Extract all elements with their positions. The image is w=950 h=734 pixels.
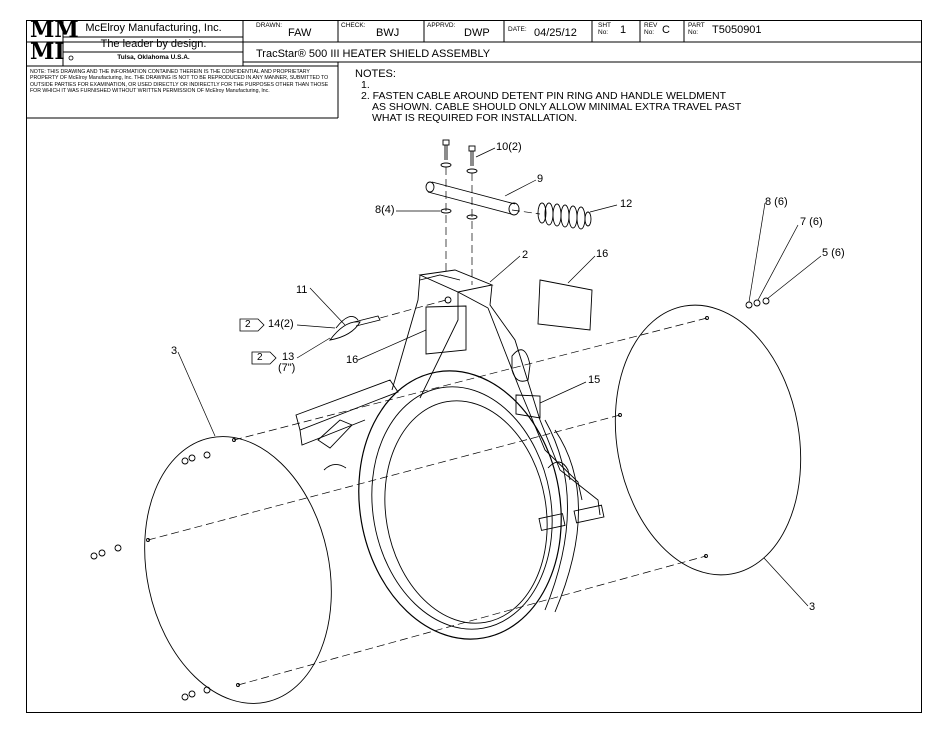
handle-weldment-top bbox=[418, 269, 494, 293]
sheet-value: 1 bbox=[620, 24, 627, 36]
drawn-label: DRAWN: bbox=[256, 22, 283, 29]
handle-grip bbox=[537, 202, 592, 230]
leader-lines bbox=[177, 147, 822, 607]
callout-8-4: 8(4) bbox=[375, 204, 395, 216]
company-logo: MM MI bbox=[30, 17, 79, 65]
heater-ring-outer bbox=[358, 370, 562, 640]
logo-line2: MI bbox=[30, 39, 65, 65]
company-tagline: The leader by design. bbox=[100, 38, 207, 50]
apprvd-value: DWP bbox=[464, 27, 490, 39]
note-flag-2a: 2 bbox=[245, 319, 251, 330]
date-label: DATE: bbox=[508, 26, 527, 33]
callout-3-left: 3 bbox=[171, 345, 178, 357]
callout-14: 14(2) bbox=[268, 318, 294, 330]
callout-16-top: 16 bbox=[596, 248, 609, 260]
drawn-value: FAW bbox=[288, 27, 312, 39]
note-1: 1. bbox=[361, 79, 370, 91]
company-name: McElroy Manufacturing, Inc. bbox=[85, 22, 222, 34]
rev-label: REV No: bbox=[644, 22, 658, 36]
callout-8-6: 8 (6) bbox=[765, 196, 788, 208]
callout-2: 2 bbox=[522, 249, 529, 261]
heater-ring-lip bbox=[384, 400, 548, 624]
decal-16-on-weldment bbox=[425, 305, 467, 355]
notes-block: NOTES: 1. 2. FASTEN CABLE AROUND DETENT … bbox=[355, 69, 741, 124]
part-label: PART No: bbox=[688, 22, 705, 36]
logo-line1: MM bbox=[30, 17, 79, 43]
callout-7-6: 7 (6) bbox=[800, 216, 823, 228]
callout-11: 11 bbox=[296, 284, 308, 296]
decal-15 bbox=[515, 394, 541, 419]
callout-10: 10(2) bbox=[496, 141, 522, 153]
callout-9: 9 bbox=[537, 173, 544, 185]
company-location: Tulsa, Oklahoma U.S.A. bbox=[117, 54, 190, 61]
callout-12: 12 bbox=[620, 198, 633, 210]
drawing-sheet-border bbox=[26, 20, 922, 713]
note-2-line3: WHAT IS REQUIRED FOR INSTALLATION. bbox=[372, 112, 578, 124]
callout-5-6: 5 (6) bbox=[822, 247, 845, 259]
callout-16-left: 16 bbox=[346, 354, 359, 366]
bolts-10 bbox=[440, 139, 478, 220]
note-2: 2. FASTEN CABLE AROUND DETENT PIN RING A… bbox=[361, 90, 727, 102]
right-shield-disc bbox=[614, 304, 802, 576]
note-2-line2: AS SHOWN. CABLE SHOULD ONLY ALLOW MINIMA… bbox=[372, 101, 742, 113]
callout-3-right: 3 bbox=[809, 601, 816, 613]
assembly-centerlines bbox=[147, 167, 708, 686]
confidential-note: NOTE: THIS DRAWING AND THE INFORMATION C… bbox=[30, 69, 329, 94]
rev-value: C bbox=[662, 24, 670, 36]
note-flags bbox=[239, 318, 277, 365]
handle-tube bbox=[427, 181, 516, 215]
date-value: 04/25/12 bbox=[534, 27, 577, 39]
decal-16-loose bbox=[537, 279, 593, 331]
drawing-mark-icon bbox=[68, 55, 74, 61]
sheet-label: SHT No: bbox=[598, 22, 611, 36]
callout-13: 13 bbox=[282, 351, 295, 363]
notes-heading: NOTES: bbox=[355, 68, 396, 80]
left-shield-disc bbox=[144, 436, 332, 704]
check-value: BWJ bbox=[376, 27, 400, 39]
note-flag-2b: 2 bbox=[257, 352, 263, 363]
left-disc-fasteners bbox=[90, 438, 240, 701]
apprvd-label: APPRVD: bbox=[427, 22, 456, 29]
callout-15: 15 bbox=[588, 374, 601, 386]
part-value: T5050901 bbox=[712, 24, 762, 36]
check-label: CHECK: bbox=[341, 22, 366, 29]
heater-ring-inner bbox=[371, 386, 553, 630]
detent-pin-cable bbox=[328, 315, 381, 341]
callout-13-length: (7") bbox=[278, 362, 296, 374]
assembly-title: TracStar® 500 III HEATER SHIELD ASSEMBLY bbox=[256, 48, 491, 60]
right-disc-fasteners bbox=[618, 297, 770, 558]
